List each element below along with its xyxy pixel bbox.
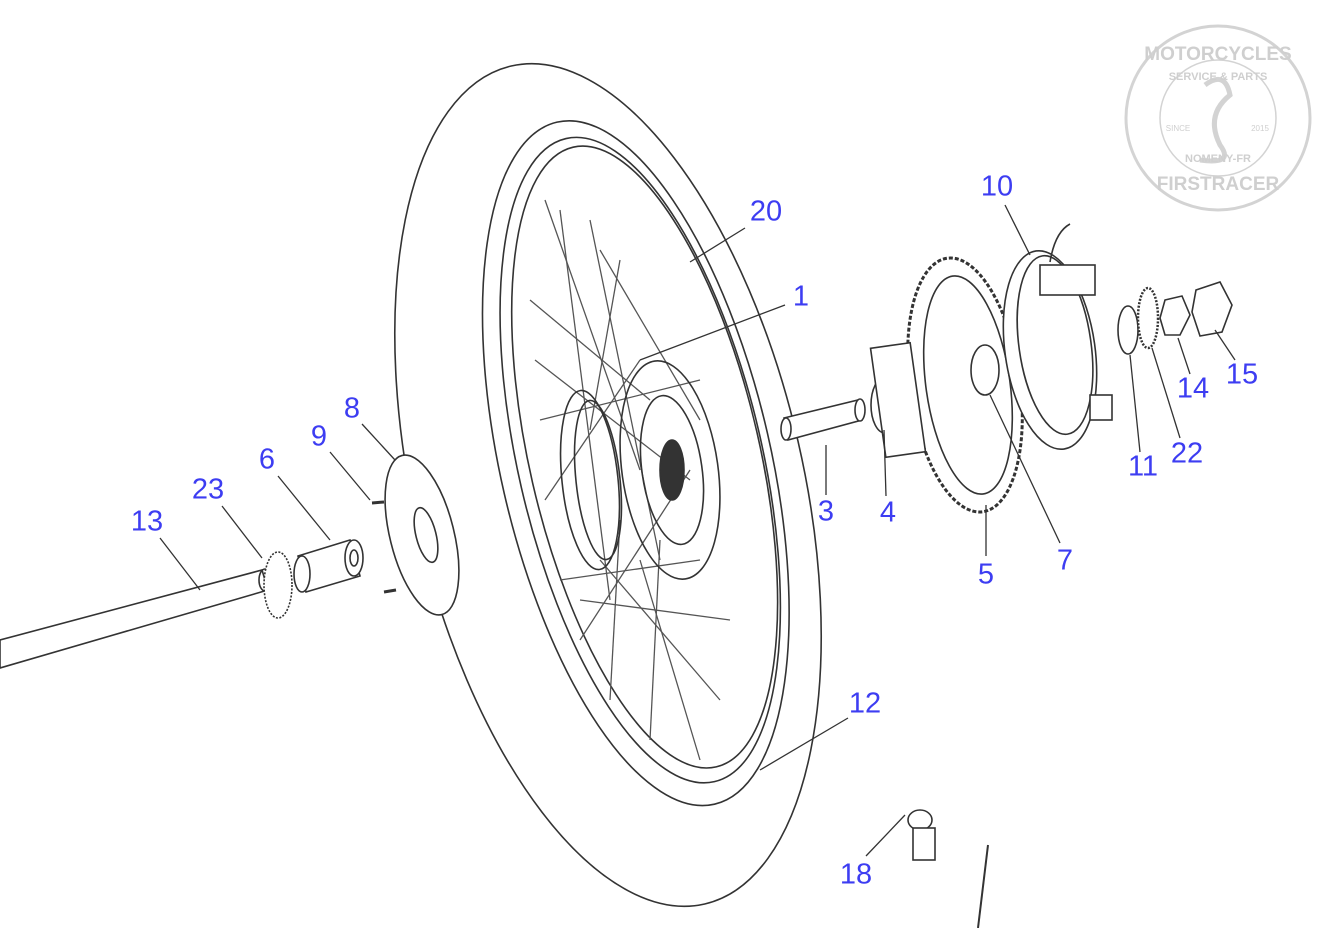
valve xyxy=(907,809,936,861)
axle xyxy=(0,568,272,669)
callout-4: 4 xyxy=(879,496,897,529)
disc-plate xyxy=(384,454,460,616)
callout-11: 11 xyxy=(1127,450,1159,483)
brake-plate xyxy=(1002,223,1113,451)
watermark-since: SINCE xyxy=(1166,124,1190,133)
tire xyxy=(393,62,823,908)
watermark-logo xyxy=(1124,24,1312,212)
bushing xyxy=(780,398,866,441)
watermark-middle-text: SERVICE & PARTS xyxy=(1169,71,1268,83)
hub xyxy=(559,360,721,580)
axle-nut xyxy=(263,551,293,619)
screw xyxy=(383,588,397,594)
nut-14 xyxy=(1159,295,1191,336)
callout-15: 15 xyxy=(1225,358,1259,391)
callout-3: 3 xyxy=(817,495,835,528)
watermark-bottom-text: FIRSTRACER xyxy=(1157,174,1280,195)
spokes xyxy=(529,199,731,761)
watermark-year: 2015 xyxy=(1251,124,1269,133)
callout-7: 7 xyxy=(1056,544,1074,577)
callout-14: 14 xyxy=(1176,372,1210,405)
callout-13: 13 xyxy=(130,505,164,538)
callout-12: 12 xyxy=(848,687,882,720)
cable xyxy=(977,844,989,928)
callout-18: 18 xyxy=(839,858,873,891)
screw xyxy=(371,500,385,505)
callout-22: 22 xyxy=(1170,437,1204,470)
lock-washer-22 xyxy=(1136,286,1160,350)
leader-lines xyxy=(159,204,1236,857)
spacer xyxy=(293,538,364,594)
callout-23: 23 xyxy=(191,473,225,506)
callout-8: 8 xyxy=(343,392,361,425)
callout-9: 9 xyxy=(310,420,328,453)
watermark-top-text: MOTORCYCLES xyxy=(1144,44,1291,65)
callout-10: 10 xyxy=(980,170,1014,203)
washer-11 xyxy=(1117,305,1139,355)
watermark-location: NOMENY-FR xyxy=(1185,153,1251,165)
callout-6: 6 xyxy=(258,443,276,476)
nut-15 xyxy=(1191,281,1233,337)
bearing xyxy=(970,344,1000,396)
callout-1: 1 xyxy=(792,280,810,313)
callout-5: 5 xyxy=(977,558,995,591)
callout-20: 20 xyxy=(749,195,783,228)
